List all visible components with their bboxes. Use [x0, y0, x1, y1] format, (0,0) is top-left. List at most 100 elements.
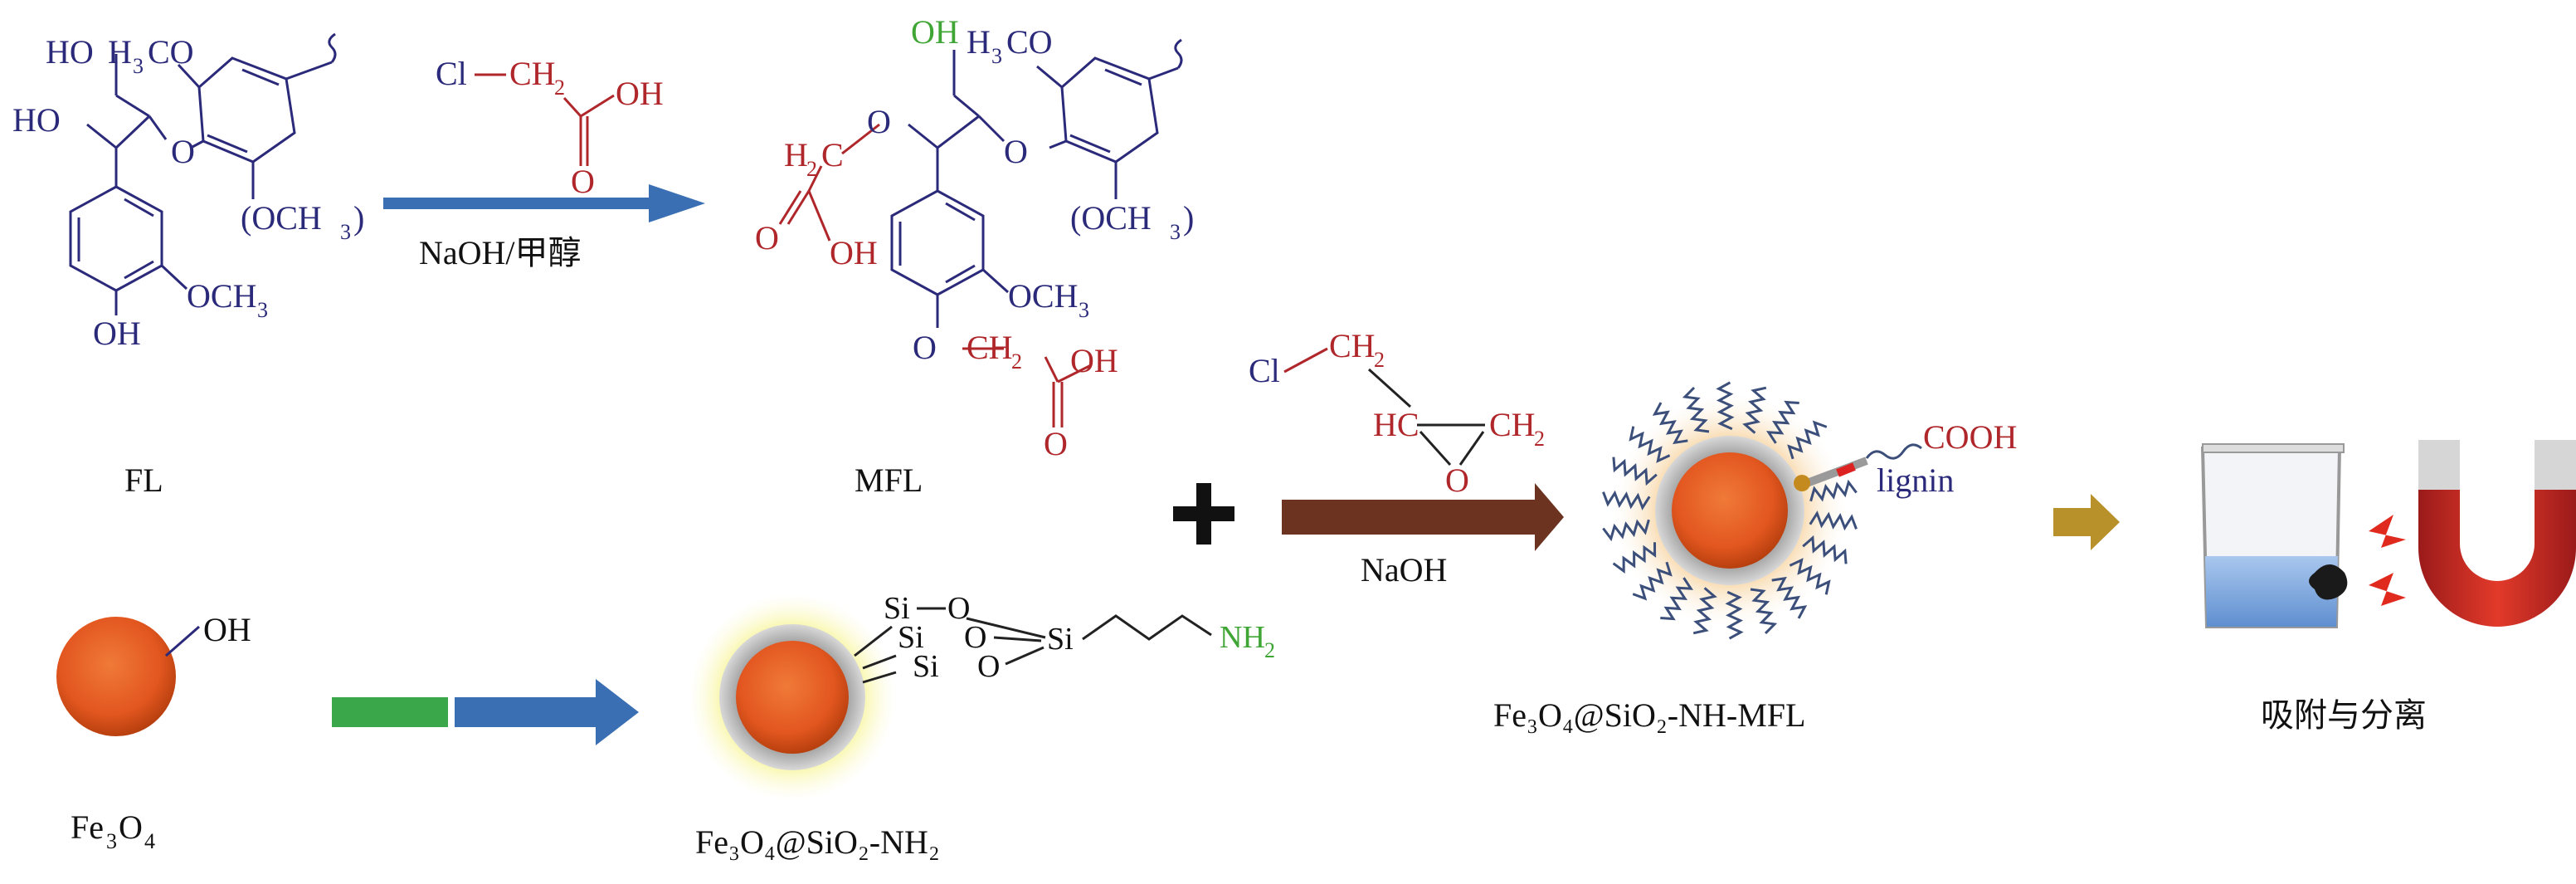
lignin-chain	[1809, 479, 1858, 502]
fe3o4-sio2-nh2-particle: Si O Si O Si O Si NH 2	[689, 591, 1275, 801]
ech-ch2b: CH	[1489, 406, 1536, 443]
mfl-h3co-co: CO	[1006, 23, 1053, 61]
fl-h3co-h: H	[108, 33, 132, 71]
si-o2: O	[964, 620, 986, 655]
ech-ch2b-sub: 2	[1534, 427, 1545, 451]
lignin-chain	[1602, 490, 1651, 510]
mfl-h3co-sub: 3	[991, 44, 1002, 68]
fe3o4-sio2-nh-mfl-particle: COOH lignin	[1602, 381, 2017, 640]
lignin-chain	[1750, 588, 1778, 635]
fe3o4-label-sub2: 4	[144, 829, 155, 853]
fl-ho-top: HO	[46, 33, 94, 71]
arrow-step3	[2053, 494, 2120, 550]
mfl-h3co-h: H	[967, 23, 991, 61]
lignin-chain	[1809, 510, 1858, 531]
mfl-och3: OCH	[1008, 277, 1078, 315]
lignin-chain	[1629, 426, 1671, 463]
mfl-close-paren: )	[1183, 199, 1194, 237]
arrow-silanization	[332, 679, 639, 745]
fl-label: FL	[124, 462, 163, 499]
nh2-sub: 2	[1264, 638, 1275, 662]
fl-och3-sub: 3	[257, 298, 268, 322]
ech-ch2: CH	[1329, 327, 1376, 364]
mfl-ether-o3: O	[913, 329, 937, 366]
fe3o4-label-sub1: 3	[106, 829, 117, 853]
mfl-h2c-c-letter: C	[821, 136, 844, 173]
fl-structure: HO H 3 CO HO O (OCH 3 ) OCH 3 OH	[12, 32, 364, 352]
fl-ho-left: HO	[12, 101, 61, 139]
ca-o: O	[571, 163, 595, 200]
lignin-chain	[1692, 587, 1717, 635]
si-center: Si	[1047, 622, 1074, 657]
mfl-o-dbl: O	[755, 219, 779, 256]
fl-ether-o: O	[171, 133, 195, 170]
beaker-icon	[2200, 443, 2406, 628]
chloroacetic-acid: Cl CH 2 OH O	[436, 55, 664, 200]
mfl-oh-green: OH	[911, 13, 959, 51]
lignin-label: lignin	[1877, 462, 1954, 499]
si-mid: Si	[898, 620, 924, 655]
lignin-chain	[1771, 576, 1808, 619]
ech-ch2-sub: 2	[1374, 348, 1385, 372]
epichlorohydrin: Cl CH 2 HC CH 2 O	[1249, 327, 1545, 499]
lignin-chain	[1725, 590, 1744, 640]
lignin-chain	[1602, 519, 1650, 542]
mfl-ether-o1: O	[867, 103, 891, 140]
fe3o4-oh: OH	[203, 611, 251, 648]
fe3o4-particle: OH	[56, 611, 251, 736]
ech-hc: HC	[1373, 406, 1419, 443]
arrow-step1	[383, 184, 705, 222]
mfl-och3-paren: (OCH	[1070, 199, 1152, 237]
mfl-o-dbl2: O	[1044, 425, 1068, 462]
mfl-ch2: CH	[967, 329, 1013, 366]
mfl-h2c-h: H	[784, 136, 808, 173]
si-bot: Si	[913, 649, 939, 684]
fe3o4-label-fe: Fe	[71, 808, 104, 846]
mfl-och3-paren-sub: 3	[1170, 220, 1181, 244]
ca-oh: OH	[616, 75, 664, 112]
ca-ch2: CH	[509, 55, 556, 92]
ca-cl: Cl	[436, 55, 467, 92]
ech-o: O	[1445, 462, 1469, 499]
mfl-h2c-sub: 2	[806, 157, 817, 181]
lignin-chain	[1682, 386, 1710, 433]
si-top: Si	[884, 591, 910, 626]
lignin-chain	[1765, 400, 1799, 444]
lignin-chain	[1787, 420, 1828, 460]
lignin-chain	[1789, 558, 1831, 595]
mfl-structure: OH H 3 CO O O H 2 HC C O OH (OCH 3 ) OCH…	[755, 13, 1194, 462]
mfl-oh-red2: OH	[1070, 342, 1118, 379]
mfl-ch2-sub: 2	[1011, 349, 1022, 374]
lignin-chain	[1612, 542, 1657, 574]
fe3o4-sio2-nh-mfl-label: Fe₃O₄@SiO₂-NH-MFL	[1493, 696, 1805, 734]
ech-cl: Cl	[1249, 352, 1280, 389]
adsorption-label: 吸附与分离	[2261, 696, 2427, 734]
lignin-chain	[1652, 402, 1688, 445]
fl-och3-paren-sub: 3	[340, 220, 351, 244]
fl-h3co-co: CO	[148, 33, 194, 71]
fl-och3: OCH	[187, 277, 256, 315]
fl-oh-bottom: OH	[93, 315, 141, 352]
lignin-chain	[1612, 457, 1658, 486]
cooh-label: COOH	[1923, 418, 2017, 456]
si-o3: O	[977, 649, 1000, 684]
mfl-label: MFL	[855, 462, 923, 499]
step1-condition: NaOH/甲醇	[419, 234, 582, 271]
ca-ch2-sub: 2	[554, 76, 565, 100]
step2-condition: NaOH	[1361, 551, 1447, 589]
u-magnet-icon	[2418, 440, 2576, 627]
mfl-oh-red1: OH	[830, 234, 878, 271]
lignin-chain	[1660, 577, 1694, 621]
lignin-chain	[1716, 381, 1735, 431]
arrow-step2	[1282, 483, 1564, 551]
mfl-ether-o2: O	[1004, 133, 1028, 170]
nh2-n: NH	[1220, 620, 1265, 655]
mfl-och3-sub: 3	[1079, 298, 1089, 322]
si-o1: O	[947, 591, 970, 626]
lignin-chain	[1802, 535, 1848, 564]
lignin-chain	[1742, 386, 1767, 434]
lignin-chain	[1632, 561, 1673, 601]
fl-och3-paren: (OCH	[241, 199, 322, 237]
